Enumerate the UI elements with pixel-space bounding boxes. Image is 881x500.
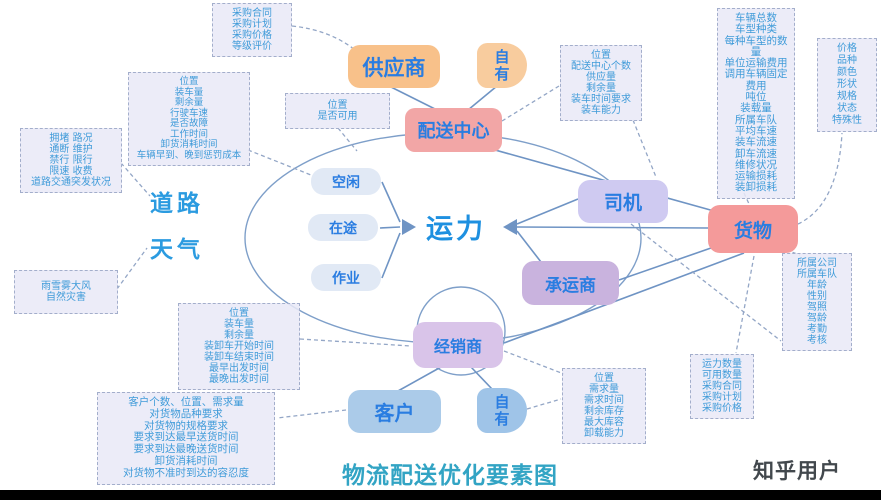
pill-working: 作业 — [311, 264, 381, 291]
node-supplier: 供应商 — [348, 45, 440, 88]
diagram-title: 物流配送优化要素图 — [342, 463, 558, 489]
box-vehicle-status: 位置 装车量 剩余量 行驶车速 是否故障 工作时间 卸货消耗时间 车辆早到、晚到… — [128, 72, 250, 166]
node-dealer: 经销商 — [413, 322, 503, 368]
pill-idle: 空闲 — [311, 168, 381, 195]
arrow-into-capacity-right-icon — [503, 219, 517, 235]
box-goods-attrs: 价格 品种 颜色 形状 规格 状态 特殊性 — [817, 38, 877, 132]
box-vehicle-attrs: 车辆总数 车型种类 每种车型的数量 单位运输费用 调用车辆固定费用 吨位 装载量… — [717, 8, 795, 199]
node-driver: 司机 — [578, 180, 668, 223]
arrow-into-capacity-left-icon — [402, 219, 416, 235]
box-road-conditions: 拥堵 路况 通断 维护 禁行 限行 限速 收费 道路交通突发状况 — [20, 128, 122, 193]
node-carrier: 承运商 — [522, 261, 619, 305]
label-road: 道路 — [150, 191, 204, 217]
bottom-letterbox-bar — [0, 490, 881, 500]
solid-connectors — [379, 85, 745, 392]
node-customer: 客户 — [348, 390, 441, 433]
box-dealer-demand: 位置 需求量 需求时间 剩余库存 最大库容 卸载能力 — [562, 368, 646, 444]
box-customer-reqs: 客户个数、位置、需求量 对货物品种要求 对货物的规格要求 要求到达最早送货时间 … — [97, 392, 275, 485]
node-goods: 货物 — [708, 205, 798, 253]
box-procurement: 采购合同 采购计划 采购价格 等级评价 — [212, 3, 292, 57]
pill-in-transit: 在途 — [308, 214, 378, 241]
node-own-top: 自有 — [477, 43, 527, 88]
box-driver-attrs: 所属公司 所属车队 年龄 性别 驾照 驾龄 考勤 考核 — [782, 253, 852, 351]
box-availability: 位置 是否可用 — [285, 93, 390, 129]
watermark-zhihu-user: 知乎用户 — [753, 459, 841, 483]
box-weather-conditions: 雨雪雾大风 自然灾害 — [14, 270, 118, 314]
node-distribution-center: 配送中心 — [405, 108, 502, 152]
box-carrier-attrs: 运力数量 可用数量 采购合同 采购计划 采购价格 — [690, 354, 754, 419]
box-dc-attrs: 位置 配送中心个数 供应量 剩余量 装车时间要求 装车能力 — [560, 45, 642, 121]
node-own-bottom: 自有 — [477, 388, 527, 433]
label-capacity: 运力 — [426, 214, 486, 245]
box-dealer-dispatch: 位置 装车量 剩余量 装卸车开始时间 装卸车结束时间 最早出发时间 最晚出发时间 — [178, 303, 300, 390]
label-weather: 天气 — [150, 237, 204, 263]
